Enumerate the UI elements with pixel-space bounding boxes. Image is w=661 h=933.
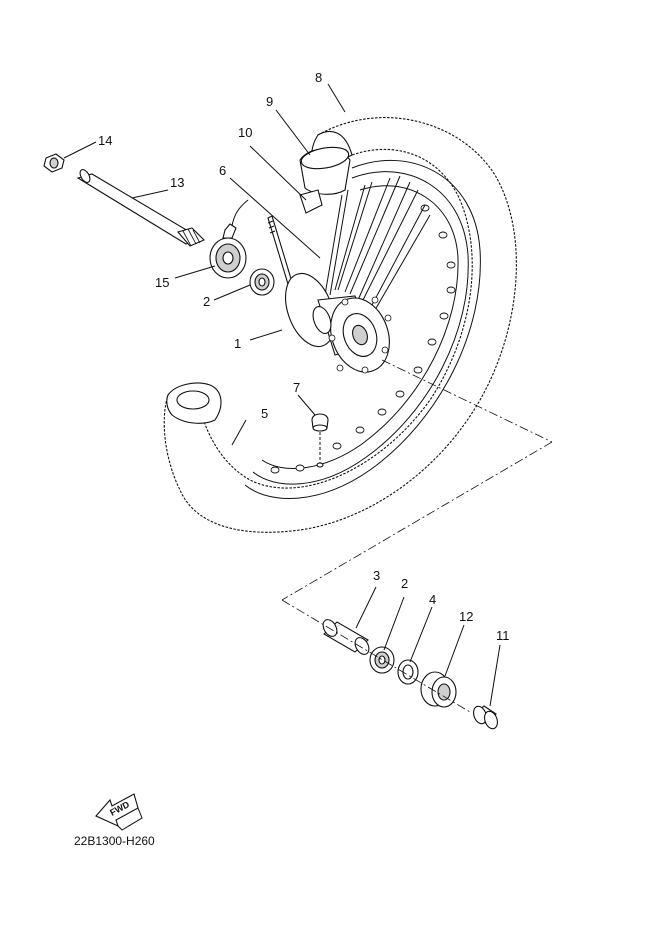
- rim: [244, 159, 481, 499]
- callout-13: 13: [170, 175, 184, 190]
- callout-12: 12: [459, 609, 473, 624]
- callout-numbers: 1 2 3 2 4 5 6 7 8 9 10 11 12 13 14 15: [98, 70, 510, 643]
- axle-nut: [43, 153, 65, 173]
- callout-3: 3: [373, 568, 380, 583]
- bearing-upper: [249, 268, 275, 296]
- callout-1: 1: [234, 336, 241, 351]
- callout-7: 7: [293, 380, 300, 395]
- collar-large: [420, 671, 457, 708]
- leader-lines: [63, 83, 501, 707]
- callout-2-upper: 2: [203, 294, 210, 309]
- bearing-lower: [369, 646, 395, 674]
- spacer: [473, 705, 498, 730]
- forward-arrow-icon: FWD: [95, 793, 143, 831]
- front-axle: [76, 169, 205, 247]
- callout-11: 11: [496, 628, 510, 643]
- speedometer-gear-unit: [209, 199, 249, 279]
- callout-14: 14: [98, 133, 112, 148]
- callout-8: 8: [315, 70, 322, 85]
- callout-10: 10: [238, 125, 252, 140]
- oil-seal: [397, 659, 419, 685]
- callout-6: 6: [219, 163, 226, 178]
- rim-lock: [299, 189, 323, 214]
- assembly-axis-lines: [281, 359, 553, 713]
- callout-5: 5: [261, 406, 268, 421]
- callout-9: 9: [266, 94, 273, 109]
- collar: [322, 619, 370, 655]
- wheel-hub: [312, 295, 392, 374]
- rim-band: [299, 146, 351, 195]
- drawing-code: 22B1300-H260: [74, 834, 155, 848]
- spokes: [324, 175, 431, 311]
- callout-4: 4: [429, 592, 436, 607]
- callout-15: 15: [155, 275, 169, 290]
- valve-cap: [311, 413, 329, 468]
- callout-2-lower: 2: [401, 576, 408, 591]
